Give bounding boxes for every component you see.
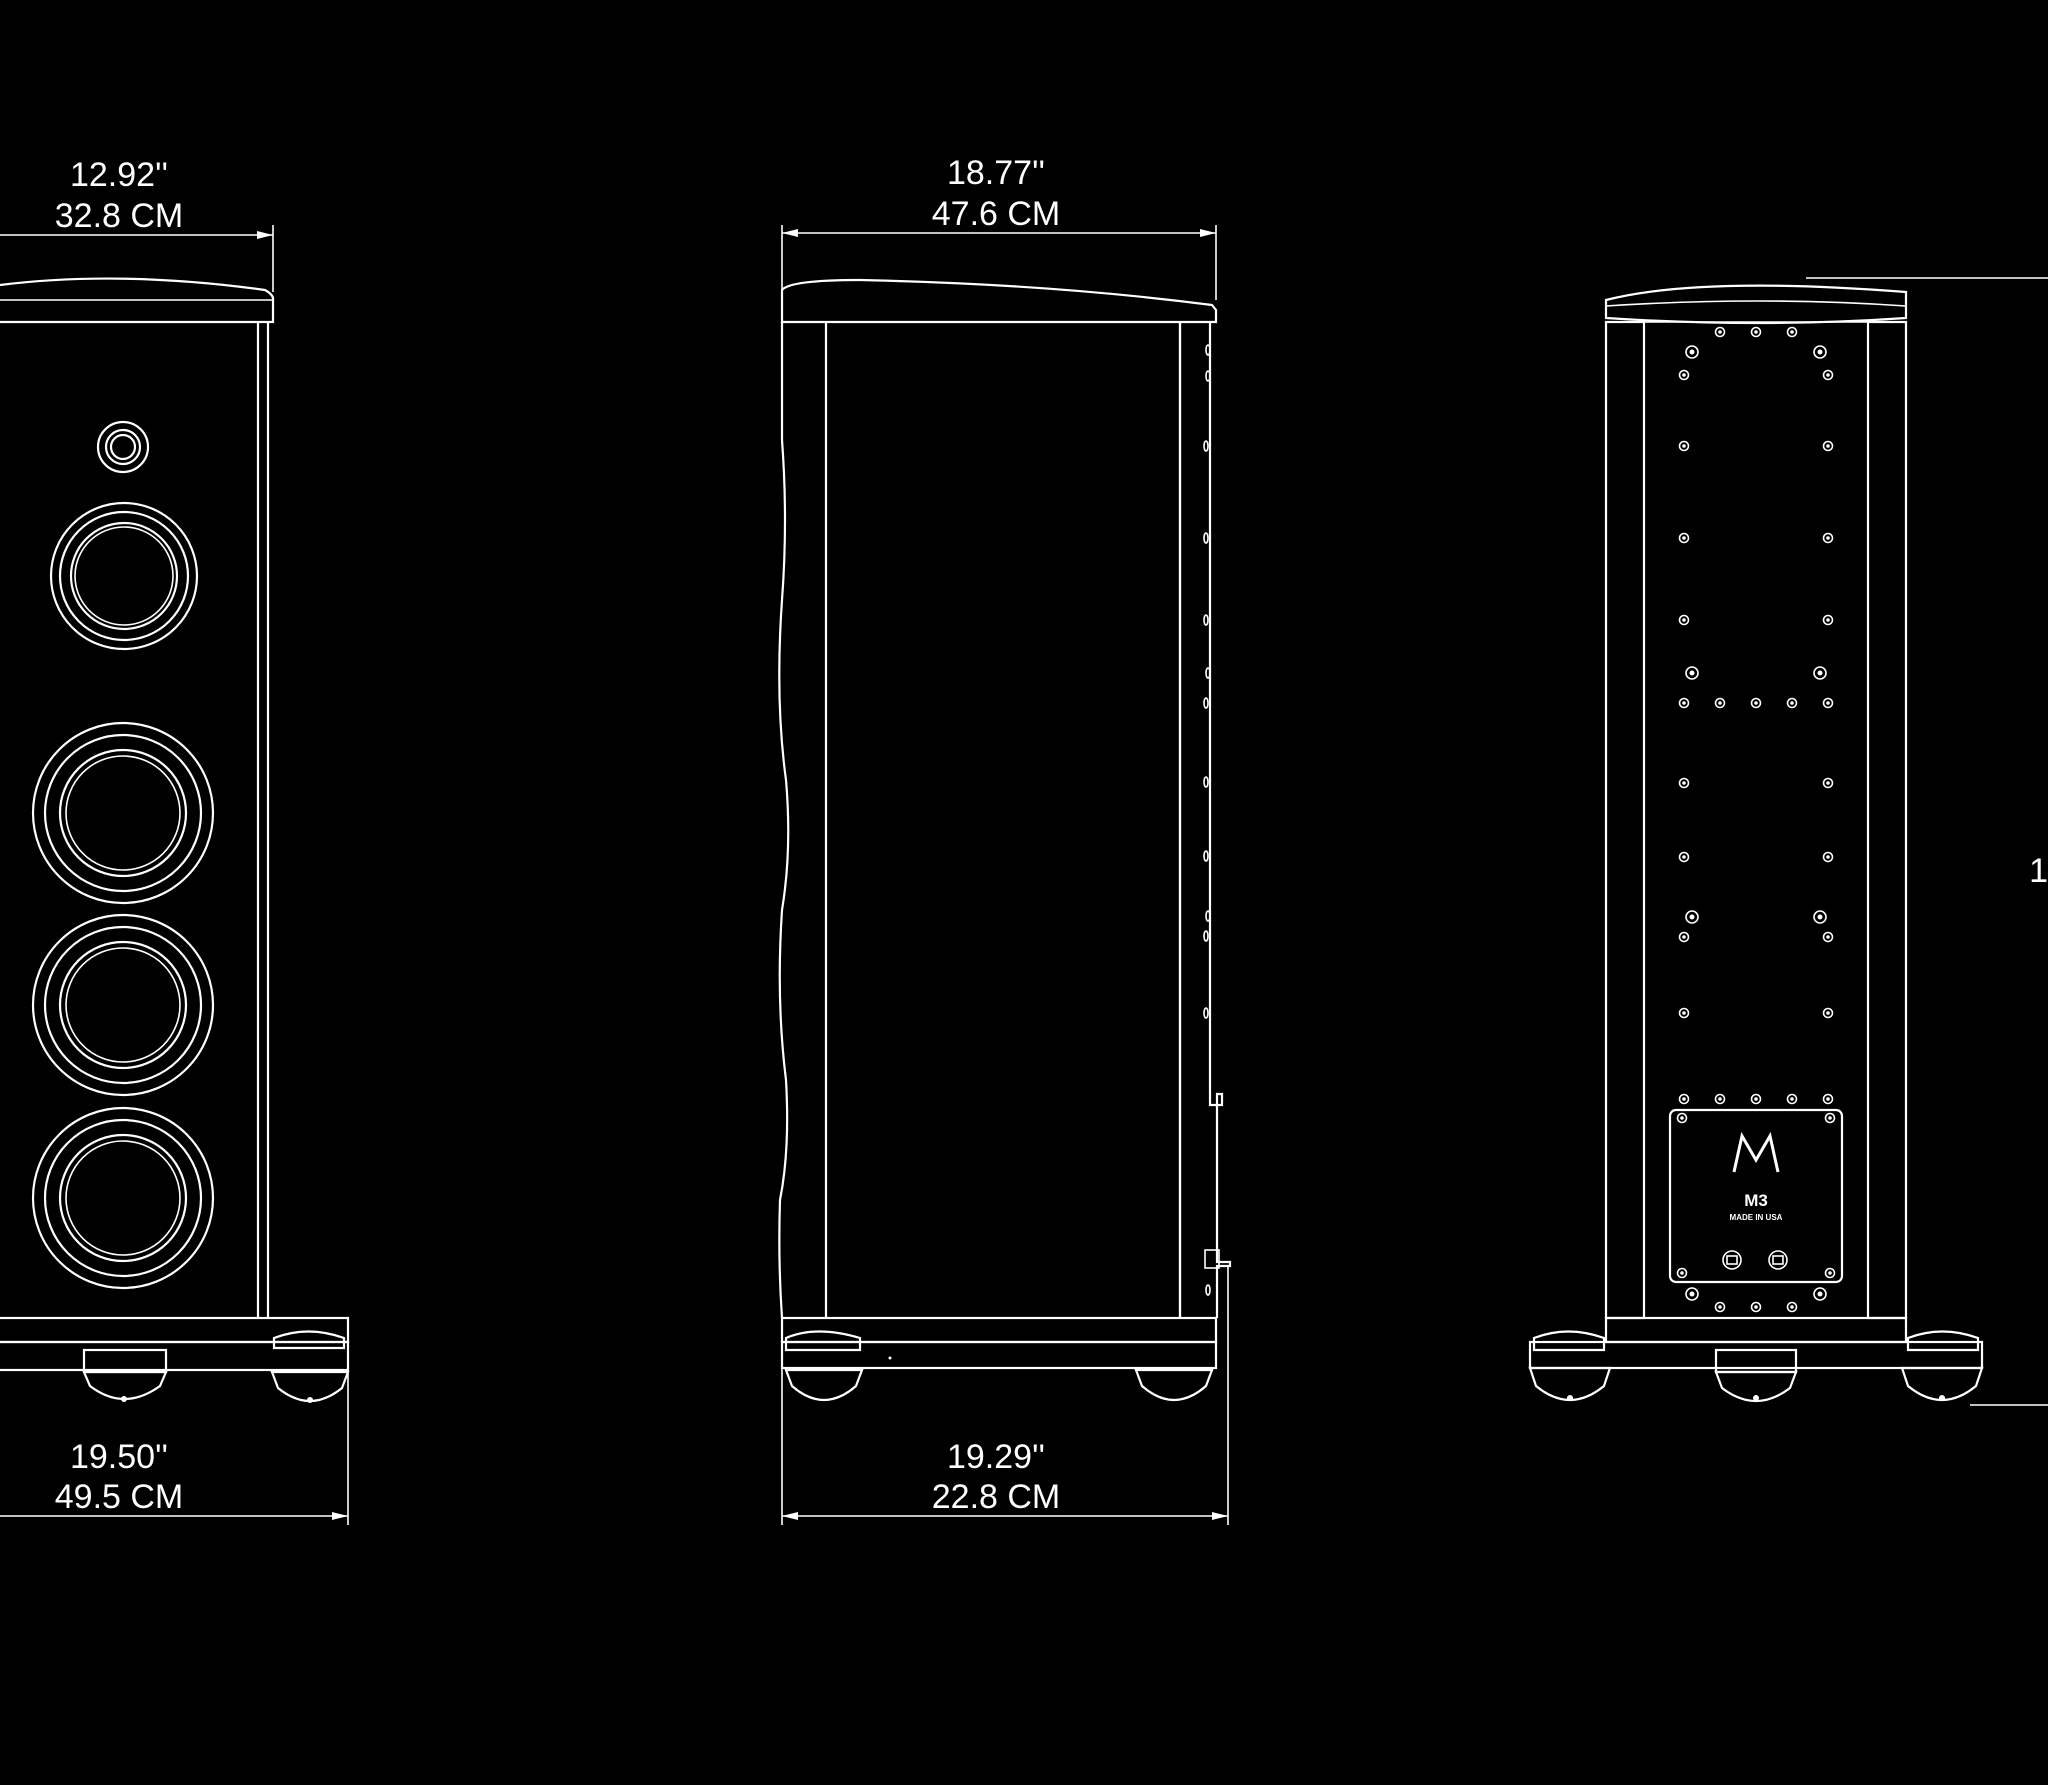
front-view: 12.92'' 32.8 CM [0, 156, 350, 1525]
screw [1714, 1093, 1726, 1105]
screw [1786, 1301, 1798, 1313]
screw [1822, 851, 1834, 863]
screw [1678, 1093, 1690, 1105]
screw [1813, 666, 1827, 680]
front-base-cm: 49.5 CM [55, 1478, 184, 1516]
screw [1786, 697, 1798, 709]
screw [1822, 1093, 1834, 1105]
screw [1750, 697, 1762, 709]
screw [1822, 697, 1834, 709]
screw [1822, 614, 1834, 626]
screw [1822, 532, 1834, 544]
rear-height-label-partial: 1 [2029, 852, 2048, 890]
screw [1822, 440, 1834, 452]
screw [1824, 1112, 1836, 1124]
screw [1822, 777, 1834, 789]
side-view: 18.77'' 47.6 CM [778, 154, 1232, 1525]
woofer-1 [31, 721, 215, 905]
screw [1714, 1301, 1726, 1313]
screw [1676, 1267, 1688, 1279]
side-width-cm: 47.6 CM [932, 195, 1061, 233]
screw [1714, 697, 1726, 709]
brand-m-logo [1732, 1131, 1780, 1173]
screw [1685, 666, 1699, 680]
screw [1786, 326, 1798, 338]
screw [1822, 931, 1834, 943]
front-width-inches: 12.92'' [70, 156, 168, 194]
screw [1813, 910, 1827, 924]
screw [1750, 1301, 1762, 1313]
screw [1822, 1007, 1834, 1019]
badge-origin: MADE IN USA [1730, 1213, 1783, 1222]
front-width-cm: 32.8 CM [55, 197, 184, 235]
screw [1824, 1267, 1836, 1279]
screw [1685, 910, 1699, 924]
badge-model: M3 [1744, 1191, 1768, 1210]
side-base-inches: 19.29'' [947, 1438, 1045, 1476]
screw [1678, 440, 1690, 452]
screw [1685, 1287, 1699, 1301]
screw [1678, 369, 1690, 381]
screw [1750, 1093, 1762, 1105]
screw [1714, 326, 1726, 338]
screw [1786, 1093, 1798, 1105]
screw [1813, 345, 1827, 359]
front-base-inches: 19.50'' [70, 1438, 168, 1476]
screw [1750, 326, 1762, 338]
screw [1678, 931, 1690, 943]
screw [1678, 777, 1690, 789]
side-width-inches: 18.77'' [947, 154, 1045, 192]
rear-view: 1 M3 MADE IN USA [1528, 277, 2048, 1406]
screw [1685, 345, 1699, 359]
screw [1676, 1112, 1688, 1124]
screw [1678, 614, 1690, 626]
woofer-3 [31, 1106, 215, 1290]
woofer-2 [31, 913, 215, 1097]
screw [1678, 851, 1690, 863]
rear-badge-plate: M3 MADE IN USA [1668, 1108, 1844, 1284]
screw [1822, 369, 1834, 381]
side-base-cm: 22.8 CM [932, 1478, 1061, 1516]
rear-screws [1676, 326, 1836, 1313]
screw [1678, 532, 1690, 544]
screw [1678, 1007, 1690, 1019]
side-screws [1203, 344, 1211, 1296]
screw [1678, 697, 1690, 709]
screw [1813, 1287, 1827, 1301]
